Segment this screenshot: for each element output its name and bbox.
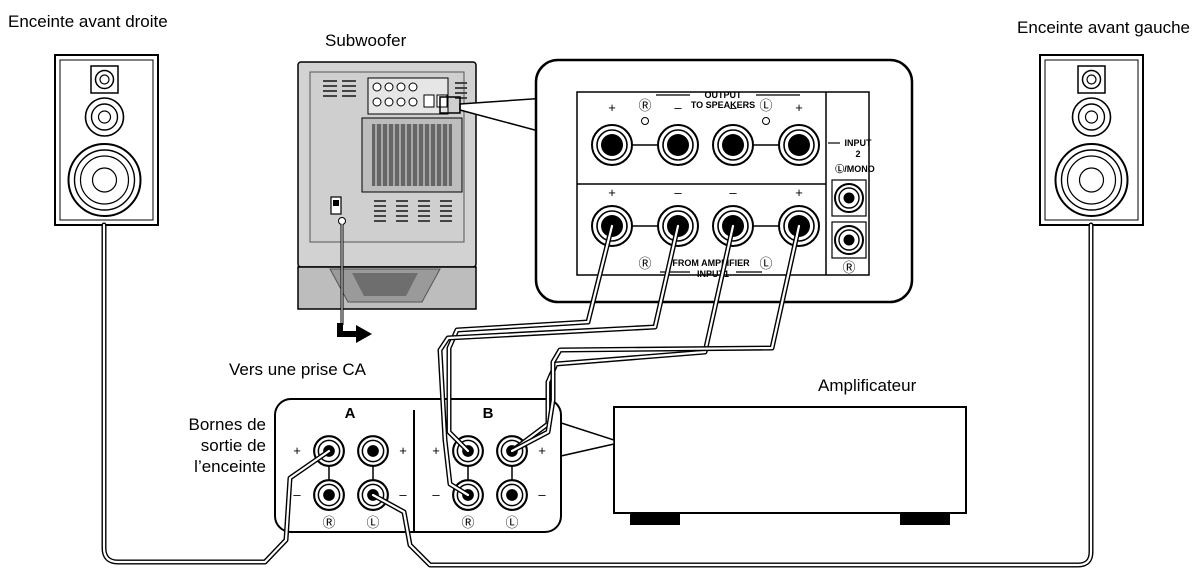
speaker-terminals-label-line1: Bornes de — [189, 415, 267, 434]
polarity-plus: + — [608, 100, 616, 115]
to-speakers-label: TO SPEAKERS — [691, 100, 755, 110]
output-r-minus-terminal — [657, 124, 699, 166]
output-l-minus-terminal — [712, 124, 754, 166]
speaker-terminals-label-line2: sortie de — [201, 436, 266, 455]
polarity-minus: – — [293, 487, 301, 502]
arrow-right-icon — [337, 323, 372, 343]
polarity-plus: + — [538, 443, 546, 458]
polarity-plus: + — [608, 185, 616, 200]
group-a-label: A — [345, 405, 356, 422]
r-mark: Ⓡ — [842, 260, 855, 275]
subwoofer-unit — [297, 61, 477, 343]
output-l-plus-terminal — [778, 124, 820, 166]
l-mark: Ⓛ — [759, 98, 772, 113]
a-l-plus-terminal — [357, 435, 389, 467]
r-mark: Ⓡ — [461, 515, 474, 530]
from-amplifier-label: FROM AMPLIFIER — [672, 258, 750, 268]
polarity-plus: + — [432, 443, 440, 458]
front-right-speaker — [54, 54, 159, 226]
polarity-minus: – — [729, 185, 737, 200]
ac-outlet-label: Vers une prise CA — [229, 360, 367, 379]
polarity-minus: – — [538, 487, 546, 502]
a-r-minus-terminal — [313, 479, 345, 511]
r-mark: Ⓡ — [322, 515, 335, 530]
front-right-speaker-label: Enceinte avant droite — [8, 12, 168, 31]
amplifier-terminal-panel: A B + – + – Ⓡ Ⓛ + – + – Ⓡ Ⓛ — [274, 398, 562, 533]
group-b-label: B — [483, 405, 494, 422]
l-mark: Ⓛ — [759, 256, 772, 271]
polarity-plus: + — [399, 443, 407, 458]
polarity-minus: – — [674, 100, 682, 115]
polarity-minus: – — [674, 185, 682, 200]
speaker-terminals-label-line3: l’enceinte — [194, 457, 266, 476]
input2-l-jack — [834, 183, 864, 213]
output-r-plus-terminal — [591, 124, 633, 166]
l-mark: Ⓛ — [366, 515, 379, 530]
input2-number: 2 — [855, 149, 860, 159]
polarity-minus: – — [729, 100, 737, 115]
amplifier-label: Amplificateur — [818, 376, 917, 395]
amplifier-unit — [613, 406, 967, 525]
output-label: OUTPUT — [705, 90, 743, 100]
polarity-plus: + — [795, 185, 803, 200]
polarity-minus: – — [432, 487, 440, 502]
input1-label: INPUT1 — [697, 269, 729, 279]
input2-r-jack — [834, 225, 864, 255]
subwoofer-connector-panel: OUTPUT TO SPEAKERS + Ⓡ – – Ⓛ + + – – + Ⓡ… — [534, 58, 914, 304]
input2-mono-label: Ⓛ/MONO — [835, 163, 875, 174]
b-l-minus-terminal — [496, 479, 528, 511]
front-left-speaker — [1039, 54, 1144, 226]
r-mark: Ⓡ — [638, 256, 651, 271]
subwoofer-label: Subwoofer — [325, 31, 407, 50]
polarity-plus: + — [795, 100, 803, 115]
polarity-minus: – — [399, 487, 407, 502]
speaker-cables — [101, 222, 1094, 568]
r-mark: Ⓡ — [638, 98, 651, 113]
front-left-speaker-label: Enceinte avant gauche — [1017, 18, 1190, 37]
polarity-plus: + — [293, 443, 301, 458]
l-mark: Ⓛ — [505, 515, 518, 530]
input2-label: INPUT — [845, 138, 873, 148]
